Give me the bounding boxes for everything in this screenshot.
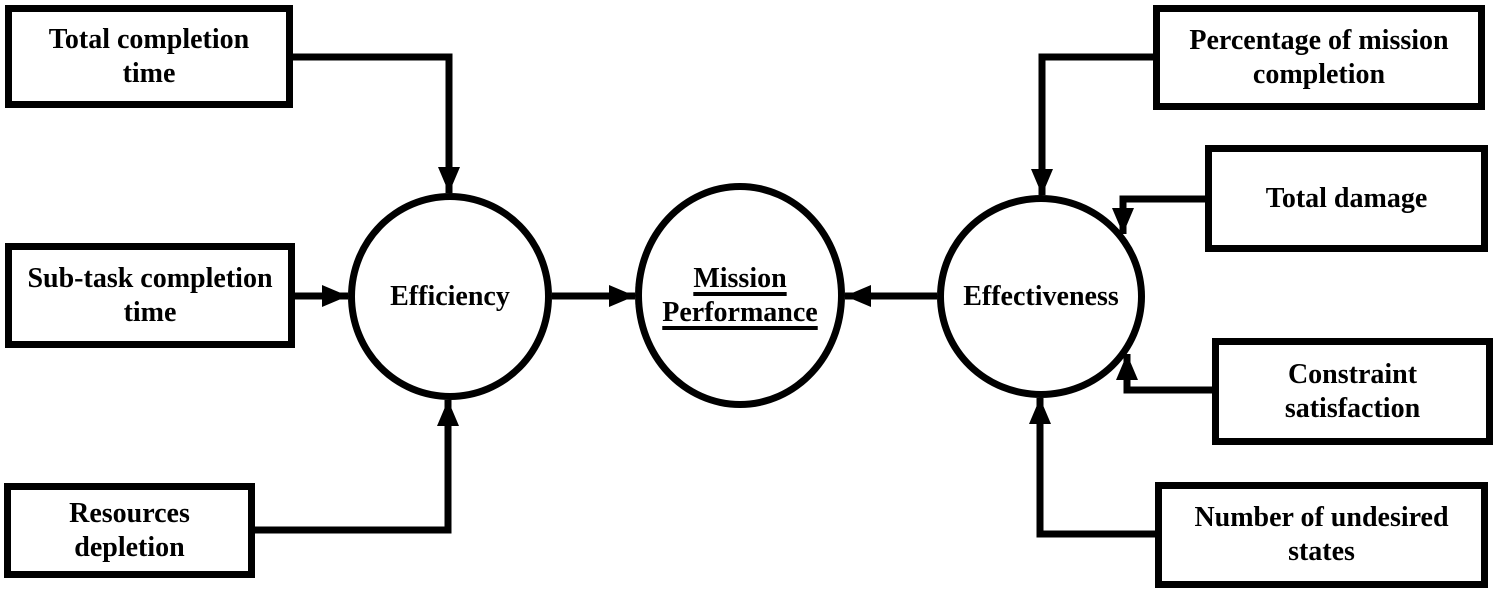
node-mission-performance: Mission Performance <box>635 183 845 408</box>
box-label-line: Constraint <box>1287 358 1418 390</box>
arrow-total-damage-to-effectiveness <box>1112 195 1205 234</box>
box-label-line: time <box>122 57 176 89</box>
arrow-resources-to-efficiency <box>255 400 459 534</box>
box-label-line: time <box>123 296 177 328</box>
node-efficiency: Efficiency <box>348 193 552 400</box>
box-number-of-undesired-states: Number of undesired states <box>1155 482 1488 588</box>
node-label-line: Performance <box>662 296 818 328</box>
node-label-line: Mission <box>693 262 787 294</box>
box-label-line: Total damage <box>1265 182 1428 214</box>
box-label-line: Percentage of mission <box>1189 24 1449 56</box>
box-label-line: states <box>1288 536 1355 567</box>
box-label-line: satisfaction <box>1284 392 1421 424</box>
node-label: Effectiveness <box>963 280 1119 312</box>
box-label-line: Sub-task completion <box>27 262 273 294</box>
box-total-completion-time: Total completion time <box>5 5 293 108</box>
arrow-total-completion-to-efficiency <box>293 53 460 193</box>
arrow-undesired-states-to-effectiveness <box>1029 398 1155 538</box>
box-label-line: Resources depletion <box>69 497 190 563</box>
box-constraint-satisfaction: Constraint satisfaction <box>1212 338 1493 445</box>
arrow-constraint-to-effectiveness <box>1116 354 1212 394</box>
box-subtask-completion-time: Sub-task completion time <box>5 243 295 348</box>
box-total-damage: Total damage <box>1205 145 1488 252</box>
box-label-line: Number of undesired <box>1194 502 1449 533</box>
box-label-line: completion <box>1252 58 1386 90</box>
box-percentage-of-mission-completion: Percentage of mission completion <box>1153 5 1485 110</box>
box-label-line: Total completion <box>48 23 250 55</box>
node-effectiveness: Effectiveness <box>937 195 1145 398</box>
box-resources-depletion: Resources depletion <box>4 483 255 578</box>
node-label: Efficiency <box>390 280 510 312</box>
arrow-percentage-to-effectiveness <box>1031 53 1153 195</box>
